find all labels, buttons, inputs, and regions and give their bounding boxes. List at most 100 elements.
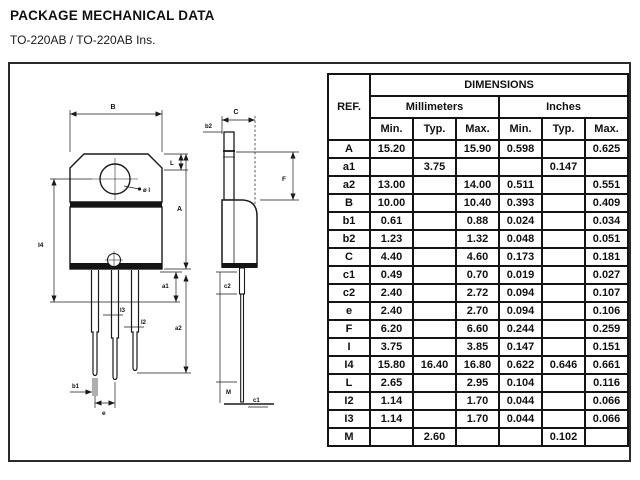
ref-cell: A: [327, 139, 371, 159]
dim-label-B: B: [110, 104, 115, 111]
value-cell: 0.107: [583, 283, 630, 303]
value-cell: [412, 265, 457, 285]
value-cell: 1.70: [455, 409, 500, 429]
ref-cell: I4: [327, 355, 371, 375]
value-cell: [369, 157, 414, 177]
value-cell: 0.048: [498, 229, 543, 249]
value-cell: [541, 247, 586, 267]
dim-A: [164, 154, 191, 270]
value-cell: 0.066: [583, 409, 630, 429]
value-cell: 3.85: [455, 337, 500, 357]
value-cell: 0.646: [541, 355, 586, 375]
value-cell: [541, 409, 586, 429]
value-cell: 0.625: [583, 139, 630, 159]
value-cell: 2.95: [455, 373, 500, 393]
value-cell: 0.027: [583, 265, 630, 285]
dimensions-header: DIMENSIONS: [368, 73, 630, 97]
millimeters-header: Millimeters: [369, 95, 500, 119]
package-drawing: B ø I: [38, 104, 299, 417]
value-cell: 6.60: [455, 319, 500, 339]
value-cell: 4.40: [369, 247, 414, 267]
dim-label-a2: a2: [175, 326, 182, 332]
value-cell: [412, 391, 457, 411]
dim-B: [69, 110, 163, 152]
dim-a1: [160, 271, 182, 302]
value-cell: 0.622: [498, 355, 543, 375]
lead-3: [130, 270, 140, 372]
value-cell: 0.151: [583, 337, 630, 357]
value-cell: 0.044: [498, 391, 543, 411]
inches-header: Inches: [497, 95, 630, 119]
value-cell: 2.72: [455, 283, 500, 303]
value-cell: [541, 283, 586, 303]
value-cell: [541, 301, 586, 321]
dim-label-A: A: [177, 206, 182, 213]
value-cell: 16.40: [412, 355, 457, 375]
ref-cell: e: [327, 301, 371, 321]
value-cell: 14.00: [455, 175, 500, 195]
lead-2: [110, 270, 120, 381]
value-cell: 0.511: [498, 175, 543, 195]
ref-cell: b2: [327, 229, 371, 249]
package-subtitle: TO-220AB / TO-220AB Ins.: [10, 33, 156, 47]
value-cell: 15.20: [369, 139, 414, 159]
value-cell: 3.75: [412, 157, 457, 177]
ref-cell: L: [327, 373, 371, 393]
dim-label-F: F: [282, 176, 286, 183]
dim-label-c2: c2: [224, 284, 231, 290]
front-view: B ø I: [38, 104, 191, 417]
value-cell: 0.598: [498, 139, 543, 159]
dim-label-L: L: [170, 160, 174, 167]
dim-label-b2: b2: [205, 124, 213, 130]
in-max-header: Max.: [583, 117, 630, 141]
value-cell: 0.066: [583, 391, 630, 411]
mm-max-header: Max.: [455, 117, 500, 141]
value-cell: [498, 157, 543, 177]
value-cell: 0.044: [498, 409, 543, 429]
hole-dia-leader: [123, 185, 142, 191]
value-cell: [455, 427, 500, 447]
ref-cell: c1: [327, 265, 371, 285]
value-cell: 0.61: [369, 211, 414, 231]
value-cell: [541, 391, 586, 411]
value-cell: [541, 337, 586, 357]
ref-cell: C: [327, 247, 371, 267]
mm-min-header: Min.: [369, 117, 414, 141]
value-cell: [455, 157, 500, 177]
value-cell: 1.14: [369, 391, 414, 411]
value-cell: 0.116: [583, 373, 630, 393]
value-cell: [498, 427, 543, 447]
dim-a2: [137, 275, 191, 374]
value-cell: 15.90: [455, 139, 500, 159]
value-cell: [541, 193, 586, 213]
value-cell: 10.40: [455, 193, 500, 213]
value-cell: [412, 139, 457, 159]
header-row-units: Millimeters Inches: [328, 95, 630, 119]
value-cell: [412, 211, 457, 231]
body-side-profile: [221, 199, 258, 268]
value-cell: 0.094: [498, 283, 543, 303]
value-cell: [541, 319, 586, 339]
dim-label-e: e: [102, 410, 106, 417]
value-cell: 0.147: [498, 337, 543, 357]
value-cell: 1.32: [455, 229, 500, 249]
ref-cell: a1: [327, 157, 371, 177]
value-cell: [412, 409, 457, 429]
boss-centerlines: [105, 251, 123, 269]
hole-centerlines: [92, 158, 138, 200]
header-row-dimensions: REF. DIMENSIONS: [327, 73, 630, 141]
value-cell: 0.024: [498, 211, 543, 231]
lead-side-profile: [238, 267, 246, 403]
value-cell: [412, 193, 457, 213]
